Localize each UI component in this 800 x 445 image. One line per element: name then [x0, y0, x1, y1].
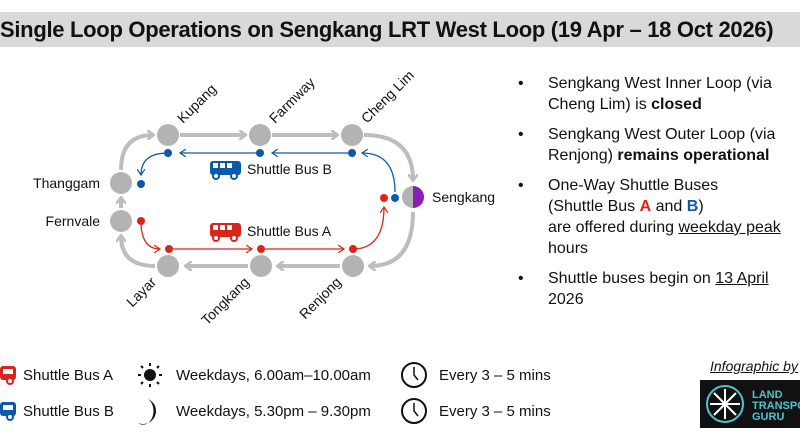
label-layar: Layar: [123, 274, 159, 310]
land-transport-guru-logo: LANDTRANSPORTGURU: [700, 380, 800, 428]
shuttle-a-route: [140, 207, 384, 249]
station-tongkang: [250, 255, 272, 277]
station-kupang: [157, 124, 179, 146]
station-farmway: [249, 124, 271, 146]
label-fernvale: Fernvale: [46, 213, 101, 229]
station-layar: [157, 255, 179, 277]
legend-morning: Weekdays, 6.00am–10.00am: [136, 362, 371, 388]
label-farmway: Farmway: [266, 74, 318, 126]
label-thanggam: Thanggam: [33, 175, 100, 191]
legend-frequency-b: Every 3 – 5 mins: [400, 397, 551, 425]
moon-icon: [138, 399, 156, 425]
station-fernvale: [110, 210, 132, 232]
bus-a-icon: [0, 366, 16, 385]
legend-frequency-a: Every 3 – 5 mins: [400, 361, 551, 389]
clock-icon: [401, 398, 427, 424]
label-sengkang: Sengkang: [432, 189, 495, 205]
label-renjong: Renjong: [296, 274, 344, 322]
credit-text: Infographic by: [710, 358, 798, 374]
bullet-shuttle-buses: One-Way Shuttle Buses(Shuttle Bus A and …: [518, 175, 800, 259]
logo-emblem-icon: [706, 385, 744, 423]
bus-b-icon: [210, 161, 241, 180]
legend-evening: Weekdays, 5.30pm – 9.30pm: [136, 397, 371, 425]
loop-map: Kupang Farmway Cheng Lim Sengkang Renjon…: [33, 67, 495, 328]
shuttle-b-route: [141, 153, 396, 193]
bus-a-icon: [210, 223, 241, 242]
station-renjong: [342, 255, 364, 277]
shuttle-b-label: Shuttle Bus B: [247, 161, 332, 177]
stations: [110, 124, 424, 277]
shuttle-a-label: Shuttle Bus A: [247, 223, 332, 239]
clock-icon: [401, 362, 427, 388]
legend-bus-a: Shuttle Bus A: [0, 365, 113, 385]
station-cheng-lim: [341, 124, 363, 146]
weekday-peak-link[interactable]: weekday peak: [678, 219, 781, 236]
label-kupang: Kupang: [174, 81, 219, 126]
sun-icon: [138, 363, 162, 387]
label-cheng-lim: Cheng Lim: [358, 67, 417, 126]
bus-b-icon: [0, 402, 16, 421]
station-thanggam: [110, 172, 132, 194]
loop-track: [121, 135, 413, 266]
page-title: Single Loop Operations on Sengkang LRT W…: [0, 12, 800, 47]
legend-bus-b: Shuttle Bus B: [0, 401, 114, 421]
label-tongkang: Tongkang: [198, 274, 252, 328]
